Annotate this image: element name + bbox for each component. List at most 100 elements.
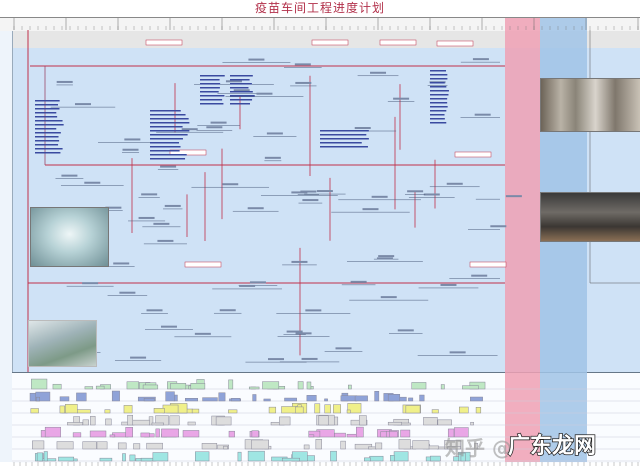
resource-bar bbox=[459, 406, 469, 414]
resource-bar bbox=[76, 392, 87, 402]
resource-bar bbox=[59, 396, 70, 402]
resource-bar bbox=[153, 408, 165, 414]
activity-label bbox=[472, 58, 489, 61]
resource-bar bbox=[201, 443, 218, 450]
resource-bar bbox=[347, 403, 362, 414]
resource-bar bbox=[375, 442, 383, 450]
resource-bar bbox=[308, 430, 321, 438]
annotation-text-line bbox=[230, 87, 249, 89]
activity-label bbox=[194, 332, 211, 335]
resource-bar bbox=[84, 386, 94, 390]
activity-label bbox=[256, 92, 273, 95]
resource-bar bbox=[350, 419, 368, 426]
activity-label bbox=[490, 225, 507, 228]
annotation-text-line bbox=[200, 91, 219, 93]
resource-bar bbox=[251, 439, 269, 450]
resource-bar bbox=[215, 416, 232, 426]
activity-label bbox=[371, 195, 388, 198]
annotation-text-line bbox=[150, 126, 183, 128]
annotation-text-line bbox=[200, 83, 221, 85]
annotation-text-line bbox=[200, 79, 220, 81]
annotation-text-line bbox=[35, 108, 60, 110]
resource-bar bbox=[143, 398, 155, 402]
activity-label bbox=[138, 216, 155, 219]
resource-bar bbox=[454, 427, 469, 438]
resource-bar bbox=[447, 428, 455, 438]
activity-label bbox=[141, 193, 158, 196]
resource-bar bbox=[408, 397, 414, 402]
resource-bar bbox=[411, 382, 427, 390]
resource-bar bbox=[369, 455, 384, 462]
activity-label bbox=[362, 208, 379, 211]
resource-bar bbox=[59, 405, 66, 414]
resource-bar bbox=[440, 384, 445, 390]
watermark-platform: 知乎 @ bbox=[445, 436, 512, 460]
activity-label bbox=[380, 296, 397, 299]
activity-label bbox=[505, 195, 522, 198]
annotation-text-line bbox=[35, 124, 64, 126]
annotation-text-line bbox=[230, 75, 253, 77]
resource-bar bbox=[194, 451, 210, 462]
resource-bar bbox=[393, 451, 409, 462]
resource-bar bbox=[117, 442, 127, 450]
resource-bar bbox=[31, 378, 48, 390]
resource-bar bbox=[314, 403, 321, 414]
resource-bar bbox=[263, 398, 271, 402]
milestone-box bbox=[469, 261, 507, 268]
resource-bar bbox=[419, 394, 425, 402]
resource-bar bbox=[374, 391, 380, 402]
resource-bar bbox=[165, 391, 175, 402]
resource-bar bbox=[217, 444, 229, 450]
resource-bar bbox=[125, 427, 133, 438]
milestone-box bbox=[145, 39, 183, 46]
resource-bar bbox=[430, 455, 441, 462]
milestone-box bbox=[454, 151, 492, 158]
activity-label bbox=[124, 138, 141, 141]
resource-bar bbox=[133, 443, 141, 450]
resource-bar bbox=[315, 439, 322, 450]
activity-label bbox=[225, 80, 242, 83]
resource-bar bbox=[129, 454, 136, 462]
resource-bar bbox=[35, 391, 51, 402]
annotation-text-line bbox=[150, 118, 189, 120]
resource-bar bbox=[281, 406, 297, 414]
activity-label bbox=[295, 332, 312, 335]
resource-bar bbox=[475, 406, 482, 414]
annotation-text-line bbox=[230, 83, 252, 85]
resource-bar bbox=[340, 395, 358, 402]
resource-bar bbox=[282, 457, 300, 462]
resource-bar bbox=[318, 415, 329, 426]
resource-bar bbox=[400, 429, 411, 438]
activity-label bbox=[74, 103, 91, 106]
activity-label bbox=[160, 325, 177, 328]
resource-bar bbox=[67, 422, 83, 426]
resource-bar bbox=[65, 404, 78, 414]
annotation-text-line bbox=[200, 87, 220, 89]
resource-bar bbox=[387, 394, 401, 402]
annotation-text-line bbox=[430, 74, 448, 76]
activity-label bbox=[350, 280, 367, 283]
resource-bar bbox=[228, 379, 234, 390]
resource-bar bbox=[146, 442, 163, 450]
resource-bar bbox=[330, 450, 337, 462]
resource-bar bbox=[431, 409, 439, 414]
resource-bar bbox=[297, 381, 304, 390]
annotation-text-line bbox=[200, 99, 223, 101]
resource-bar bbox=[387, 421, 402, 426]
resource-bar bbox=[105, 418, 112, 426]
activity-label bbox=[449, 351, 466, 354]
activity-label bbox=[301, 357, 318, 360]
activity-label bbox=[407, 190, 424, 193]
activity-label bbox=[376, 257, 393, 260]
resource-bar bbox=[470, 396, 483, 402]
resource-bar bbox=[228, 430, 235, 438]
annotation-text-line bbox=[150, 110, 181, 112]
resource-bar bbox=[82, 441, 97, 450]
annotation-text-line bbox=[200, 75, 225, 77]
watermark-site: 广东龙网 bbox=[507, 433, 597, 460]
activity-label bbox=[302, 199, 319, 202]
resource-bar bbox=[52, 383, 62, 390]
resource-bar bbox=[185, 398, 198, 402]
resource-bar bbox=[190, 383, 206, 390]
